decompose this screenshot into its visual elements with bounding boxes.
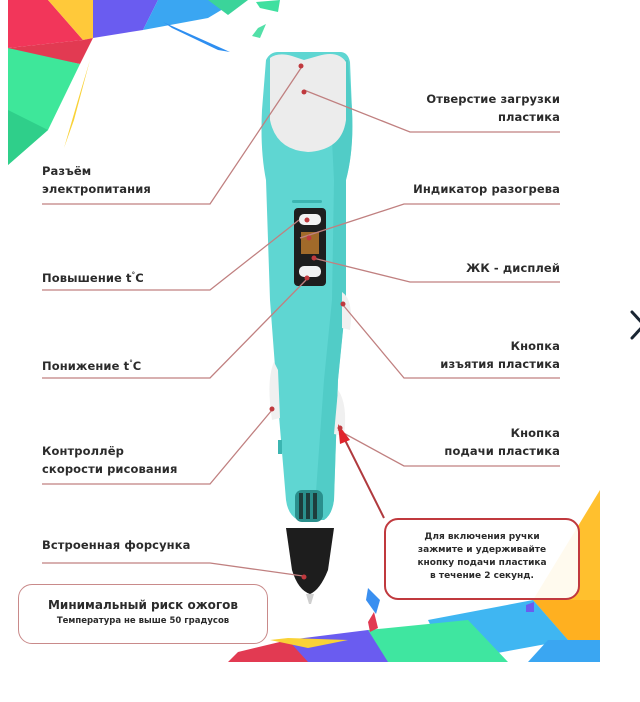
diagram-graphics (8, 0, 600, 662)
label-plastic-loading: Отверстие загрузки пластика (426, 90, 560, 126)
label-line: электропитания (42, 182, 151, 196)
label-text: Понижение t (42, 359, 130, 373)
label-text: Встроенная форсунка (42, 538, 191, 552)
label-text: ЖК - дисплей (466, 261, 560, 275)
label-text: Повышение t (42, 271, 132, 285)
3d-pen-illustration (261, 52, 353, 604)
label-heat-indicator: Индикатор разогрева (413, 180, 560, 198)
label-temp-down: Понижение t°C (42, 354, 141, 375)
callout-title: Минимальный риск ожогов (47, 598, 239, 612)
label-line: Разъём (42, 164, 92, 178)
decorative-shards-bottom (228, 490, 600, 662)
callout-subtitle: Температура не выше 50 градусов (56, 616, 230, 626)
next-image-button[interactable] (626, 300, 640, 350)
label-unit: C (132, 359, 142, 373)
callout-low-burn-risk: Минимальный риск ожогов Температура не в… (18, 584, 268, 644)
label-line: Отверстие загрузки (426, 92, 560, 106)
label-line: Кнопка (510, 339, 560, 353)
power-on-arrow (338, 424, 385, 519)
degree-sign: ° (131, 271, 136, 279)
label-nozzle: Встроенная форсунка (42, 536, 191, 554)
product-diagram-image: Разъём электропитания Повышение t°C Пони… (8, 0, 600, 664)
label-unit: C (135, 271, 144, 285)
leader-lines (42, 67, 560, 577)
decorative-shards-top (8, 0, 280, 165)
chevron-right-icon (630, 310, 640, 340)
label-line: скорости рисования (42, 462, 178, 476)
label-speed-controller: Контроллёр скорости рисования (42, 442, 177, 478)
label-line: изъятия пластика (440, 357, 560, 371)
leader-dots (269, 63, 346, 580)
callout-power-on-instructions: Для включения ручки зажмите и удерживайт… (384, 518, 580, 600)
degree-sign: ° (129, 359, 133, 367)
label-line: Контроллёр (42, 444, 124, 458)
callout-text: Для включения ручки зажмите и удерживайт… (417, 532, 547, 581)
label-line: подачи пластика (444, 444, 560, 458)
label-feed-button: Кнопка подачи пластика (444, 424, 560, 460)
label-eject-button: Кнопка изъятия пластика (440, 337, 560, 373)
label-temp-up: Повышение t°C (42, 266, 144, 287)
label-power-connector: Разъём электропитания (42, 162, 151, 198)
label-lcd-display: ЖК - дисплей (466, 259, 560, 277)
label-line: Кнопка (510, 426, 560, 440)
label-text: Индикатор разогрева (413, 182, 560, 196)
label-line: пластика (497, 110, 560, 124)
